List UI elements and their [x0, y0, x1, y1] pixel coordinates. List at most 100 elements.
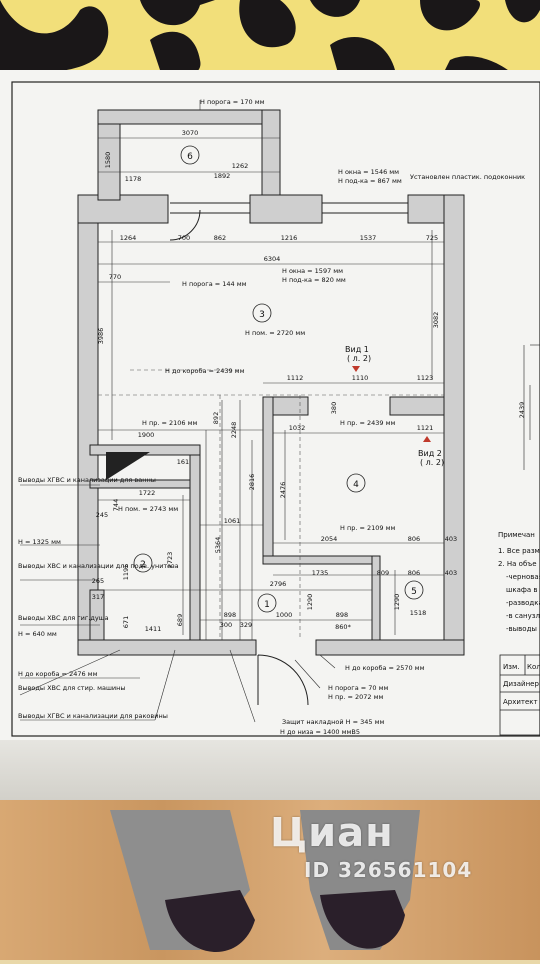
note-hvs-wash: Выводы ХВС для стир. машины: [18, 684, 126, 692]
dim-403a: 403: [445, 535, 457, 543]
dim-2248: 2248: [230, 422, 238, 439]
dim-161: 161: [177, 458, 189, 466]
watermark-id: ID 326561104: [304, 858, 473, 882]
shaft: [106, 452, 150, 480]
dim-2816: 2816: [248, 474, 256, 491]
note-pr-2072: Н пр. = 2072 мм: [328, 693, 383, 701]
dim-1061: 1061: [224, 517, 241, 525]
dim-300: 300: [220, 621, 232, 629]
note-pr-2109: Н пр. = 2109 мм: [340, 524, 395, 532]
dim-1290b: 1290: [393, 594, 401, 611]
note-porog-top: Н порога = 170 мм: [200, 98, 265, 106]
dim-1892: 1892: [214, 172, 231, 180]
note-pom-2: Н пом. = 2743 мм: [118, 505, 178, 513]
dim-1264: 1264: [120, 234, 137, 242]
view-1-label: Вид 1: [345, 345, 369, 354]
dim-806a: 806: [408, 535, 420, 543]
background-floor: [0, 800, 540, 960]
dim-1110: 1110: [352, 374, 369, 382]
dim-689: 689: [176, 614, 184, 626]
dim-1722: 1722: [139, 489, 156, 497]
dim-3082: 3082: [432, 312, 440, 329]
note-podok-plastic: Установлен пластик. подоконник: [410, 173, 525, 181]
room-5-marker: [404, 580, 424, 600]
notes-title: Примечан: [498, 531, 535, 539]
right-stub-lines: [523, 344, 540, 470]
stamp-designer: Дизайнер: [503, 680, 539, 688]
floor-plan: 6 1 2 3 4 5 Н порога = 170 мм Н окна = 1…: [11, 81, 540, 737]
stamp-kol: Кол: [527, 663, 540, 671]
view-2-label: Вид 2: [418, 449, 442, 458]
dimension-lines: [98, 137, 444, 640]
note-porog-70: Н порога = 70 мм: [328, 684, 389, 692]
room-2-marker: [133, 553, 153, 573]
dim-2476: 2476: [279, 482, 287, 499]
dim-403b: 403: [445, 569, 457, 577]
dim-671: 671: [122, 616, 130, 628]
dim-1178: 1178: [125, 175, 142, 183]
room-3-marker: [252, 303, 272, 323]
room-6-marker: [180, 145, 200, 165]
dim-5364: 5364: [214, 537, 222, 554]
dim-1580: 1580: [104, 152, 112, 169]
dim-1000: 1000: [276, 611, 293, 619]
dim-806b: 806: [408, 569, 420, 577]
dashed-lines: [98, 369, 444, 640]
dim-725: 725: [426, 234, 438, 242]
shoes: [110, 810, 420, 953]
note-pom-3: Н пом. = 2720 мм: [245, 329, 305, 337]
dim-3070: 3070: [182, 129, 199, 137]
dim-1121: 1121: [417, 424, 434, 432]
notes-line-3: -черновая: [506, 573, 540, 581]
dim-1262: 1262: [232, 162, 249, 170]
note-hvs-bath: Выводы ХГВС и канализации для ванны: [18, 476, 156, 484]
room-5-number: 5: [411, 587, 417, 597]
dim-265: 265: [92, 577, 104, 585]
view-1-sheet: ( л. 2): [347, 354, 371, 363]
dim-1032: 1032: [289, 424, 306, 432]
room-4-marker: [346, 473, 366, 493]
stamp-architect: Архитект: [503, 698, 538, 706]
view-1-arrow-icon: [352, 366, 360, 372]
room-6-number: 6: [187, 152, 193, 162]
dim-809: 809: [377, 569, 389, 577]
ornament-pattern: [0, 0, 540, 80]
room-2-number: 2: [140, 560, 146, 570]
note-okna-mid: Н окна = 1597 мм: [282, 267, 343, 275]
dim-2439-right: 2439: [518, 402, 526, 419]
sheet-frame: [11, 81, 540, 737]
dim-2796: 2796: [270, 580, 287, 588]
dim-2054: 2054: [321, 535, 338, 543]
dim-1123: 1123: [417, 374, 434, 382]
dim-1900: 1900: [138, 431, 155, 439]
room-4-number: 4: [353, 480, 359, 490]
dim-892: 892: [212, 412, 220, 424]
dim-6304: 6304: [264, 255, 281, 263]
note-h640: Н = 640 мм: [18, 630, 57, 638]
dim-1411: 1411: [145, 625, 162, 633]
note-korob-2570: Н до короба = 2570 мм: [345, 664, 425, 672]
stamp-izm: Изм.: [503, 663, 519, 671]
watermark-brand: Циан: [270, 810, 394, 856]
note-pr-2439: Н пр. = 2439 мм: [340, 419, 395, 427]
dim-245: 245: [96, 511, 108, 519]
room-1-marker: [257, 593, 277, 613]
note-shield: Защит накладной Н = 345 мм: [282, 718, 385, 726]
note-hvs-wc: Выводы ХВС и канализации для подв. унита…: [18, 562, 179, 570]
notes-line-2: 2. На объе: [498, 560, 537, 568]
dim-862: 862: [214, 234, 226, 242]
room-3-number: 3: [259, 310, 265, 320]
dim-744: 744: [112, 499, 120, 511]
background-wall: [0, 0, 540, 80]
note-korob-3: Н до короба = 2439 мм: [165, 367, 245, 375]
notes-line-4: шкафа в п: [506, 586, 540, 594]
dim-3986: 3986: [97, 328, 105, 345]
watermark: Циан ID 326561104: [270, 810, 540, 882]
note-pr-2106: Н пр. = 2106 мм: [142, 419, 197, 427]
notes-line-6: -в санузл: [506, 612, 540, 620]
title-block: Изм. Кол Дизайнер Архитект: [499, 654, 540, 736]
dim-1216: 1216: [281, 234, 298, 242]
sheet-curl: [0, 740, 540, 810]
note-porog-mid: Н порога = 144 мм: [182, 280, 247, 288]
notes-line-1: 1. Все разм: [498, 547, 540, 555]
